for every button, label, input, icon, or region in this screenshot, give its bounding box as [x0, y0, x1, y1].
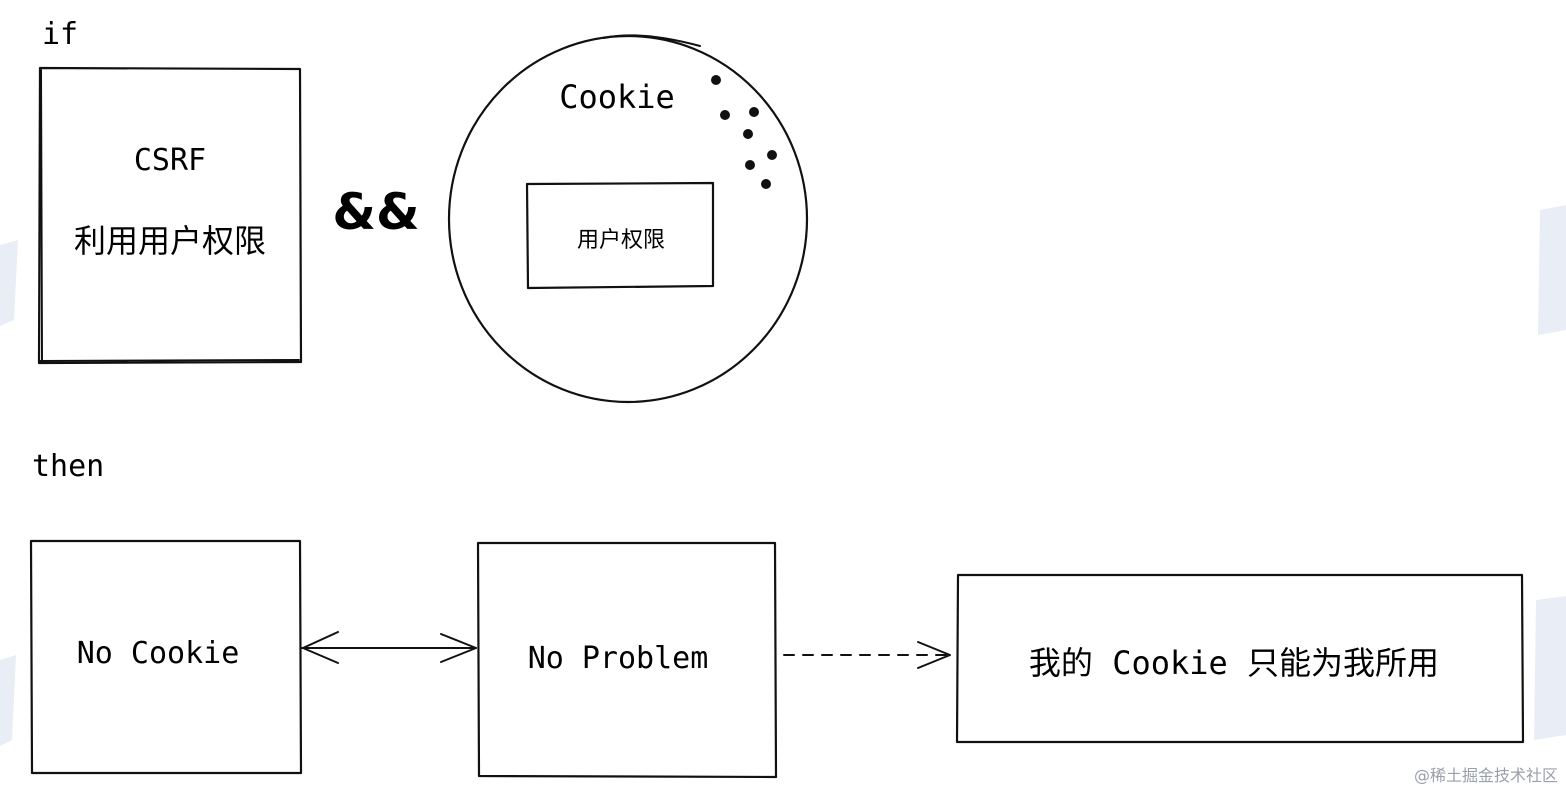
bidirectional-arrow [301, 631, 477, 664]
no-problem-label: No Problem [528, 641, 709, 676]
csrf-title: CSRF [134, 143, 206, 178]
csrf-box: CSRF 利用用户权限 [37, 66, 303, 365]
then-label: then [32, 449, 104, 484]
outcome-box: 我的 Cookie 只能为我所用 [955, 573, 1525, 744]
permission-label: 用户权限 [577, 228, 665, 253]
if-label: if [42, 17, 78, 52]
crumb-dot [720, 110, 730, 120]
background-watermark-shapes [0, 205, 1566, 746]
crumb-dot [745, 160, 755, 170]
crumb-dot [743, 129, 753, 139]
crumb-dot [767, 150, 777, 160]
cookie-crumbs [711, 75, 777, 189]
no-cookie-box: No Cookie [29, 539, 303, 775]
crumb-dot [711, 75, 721, 85]
permission-box: 用户权限 [525, 181, 715, 290]
csrf-subtitle: 利用用户权限 [74, 222, 266, 260]
and-operator: && [332, 183, 419, 241]
cookie-circle: Cookie 用户权限 [447, 34, 809, 404]
cookie-title: Cookie [559, 78, 675, 116]
dashed-arrow [783, 641, 951, 669]
crumb-dot [749, 107, 759, 117]
outcome-label: 我的 Cookie 只能为我所用 [1029, 644, 1439, 682]
watermark-text: @稀土掘金技术社区 [1413, 766, 1558, 785]
no-cookie-label: No Cookie [77, 636, 240, 671]
crumb-dot [761, 179, 771, 189]
no-problem-box: No Problem [476, 541, 778, 779]
